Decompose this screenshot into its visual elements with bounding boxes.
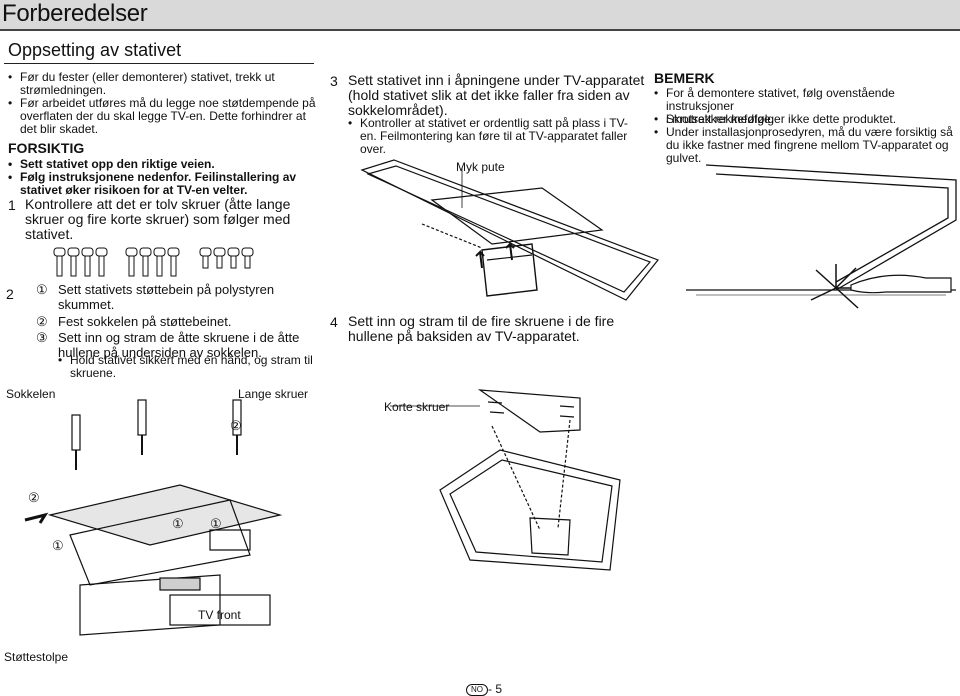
step2-illustration (24, 399, 283, 636)
label-tv-front: TV front (198, 608, 241, 622)
screw-icon (95, 247, 108, 277)
note-line: For å demontere stativet, følg ovenståen… (666, 86, 895, 113)
screw-icon (81, 247, 94, 277)
caution-line: Sett stativet opp den riktige veien. (20, 157, 215, 171)
step2-line: Fest sokkelen på støttebeinet. (58, 314, 232, 329)
step3-line: (hold stativet slik at det ikke faller f… (348, 87, 630, 103)
illustration-marker-1c: ① (210, 516, 222, 531)
screw-icon (153, 247, 166, 277)
intro-line: strømledningen. (20, 83, 107, 97)
label-myk-pute: Myk pute (456, 160, 505, 174)
intro-line: overflaten der du skal legge TV-en. Dett… (20, 109, 306, 123)
screw-icon (53, 247, 66, 277)
step2-marker: ③ (36, 330, 48, 345)
intro-bullet-1: Før du fester (eller demonterer) stative… (8, 71, 275, 97)
screw-icon (213, 247, 226, 269)
step3-bullet-line: en. Feilmontering kan føre til at TV-app… (360, 129, 628, 143)
caution-line: stativet øker risikoen for at TV-en velt… (20, 183, 248, 197)
step1-line: skruer og fire korte skruer) som følger … (25, 211, 291, 227)
step4-illustration (390, 389, 621, 571)
step2-line: skummet. (58, 297, 115, 312)
step2-item-1: ① Sett stativets støttebein på polystyre… (36, 282, 274, 312)
note-line: Under installasjonprosedyren, må du være… (666, 125, 953, 139)
step4-text: Sett inn og stram til de fire skruene i … (348, 314, 614, 344)
intro-line: Før du fester (eller demonterer) stative… (20, 70, 275, 84)
step3-line: sokkelområdet). (348, 102, 448, 118)
step3-bullet-line: over. (360, 142, 387, 156)
screw-icon (241, 247, 254, 269)
note-bullet-2: Skrutrekker medfølger ikke dette produkt… (654, 112, 897, 127)
section-title: Oppsetting av stativet (8, 40, 182, 60)
step2-line: Sett stativets støttebein på polystyren (58, 282, 275, 297)
page-number: - 5 (488, 682, 503, 696)
step1-text: Kontrollere att det er tolv skruer (åtte… (25, 197, 290, 242)
step1-line: stativet. (25, 226, 74, 242)
note-line: Skrutrekker medfølger ikke dette produkt… (666, 112, 897, 126)
step1-number: 1 (8, 197, 16, 213)
illustration-marker-1b: ① (172, 516, 184, 531)
note-line: du ikke fastner med fingrene mellom TV-a… (666, 138, 949, 152)
step3-bullet: Kontroller at stativet er ordentlig satt… (348, 117, 628, 156)
step3-bullet-line: Kontroller at stativet er ordentlig satt… (360, 116, 628, 130)
screw-icon (167, 247, 180, 277)
step1-line: Kontrollere att det er tolv skruer (åtte… (25, 196, 291, 212)
step4-line: hullene på baksiden av TV-apparatet. (348, 328, 580, 344)
note-bullet-3: Under installasjonprosedyren, må du være… (654, 126, 953, 165)
screw-icon (139, 247, 152, 277)
caution-bullet-2: Følg instruksjonene nedenfor. Feilinstal… (8, 171, 296, 197)
language-badge: NO (466, 684, 488, 696)
screw-icon (67, 247, 80, 277)
illustration-marker-1a: ① (52, 538, 64, 553)
screws-illustration (53, 247, 254, 277)
note-illustration (686, 164, 957, 309)
step2-line: Sett inn og stram de åtte skruene i de å… (58, 330, 300, 345)
caution-bullet-1: Sett stativet opp den riktige veien. (8, 157, 215, 172)
note-line: gulvet. (666, 151, 702, 165)
step4-line: Sett inn og stram til de fire skruene i … (348, 313, 615, 329)
page-title: Forberedelser (2, 0, 148, 27)
step2-sub-bullet: Hold stativet sikkert med én hånd, og st… (58, 354, 313, 380)
label-sokkelen: Sokkelen (6, 387, 56, 401)
intro-bullet-2: Før arbeidet utføres må du legge noe stø… (8, 97, 316, 136)
label-korte-skruer: Korte skruer (384, 400, 450, 414)
illustration-marker-2b: ② (28, 490, 40, 505)
caution-title: FORSIKTIG (8, 140, 85, 156)
step2-sub-line: skruene. (70, 366, 117, 380)
caution-line: Følg instruksjonene nedenfor. Feilinstal… (20, 170, 297, 184)
screw-icon (227, 247, 240, 269)
step2-marker: ② (36, 314, 48, 329)
note-title: BEMERK (654, 70, 715, 86)
label-lange-skruer: Lange skruer (238, 387, 309, 401)
step3-number: 3 (330, 73, 338, 89)
screw-icon (199, 247, 212, 269)
step2-item-2: ② Fest sokkelen på støttebeinet. (36, 314, 231, 329)
step3-line: Sett stativet inn i åpningene under TV-a… (348, 72, 645, 88)
intro-line: det blir skadet. (20, 122, 99, 136)
step2-number: 2 (6, 286, 14, 302)
step3-text: Sett stativet inn i åpningene under TV-a… (348, 73, 644, 118)
intro-line: Før arbeidet utføres må du legge noe stø… (20, 96, 316, 110)
step2-marker: ① (36, 282, 48, 297)
step3-illustration (360, 159, 659, 301)
step2-sub-line: Hold stativet sikkert med én hånd, og st… (70, 353, 313, 367)
section-rule (4, 63, 314, 64)
header-bar (0, 0, 960, 30)
screw-icon (125, 247, 138, 277)
label-stottestolpe: Støttestolpe (4, 650, 69, 664)
step4-number: 4 (330, 314, 338, 330)
illustration-marker-2a: ② (230, 418, 242, 433)
header-rule (0, 29, 960, 31)
